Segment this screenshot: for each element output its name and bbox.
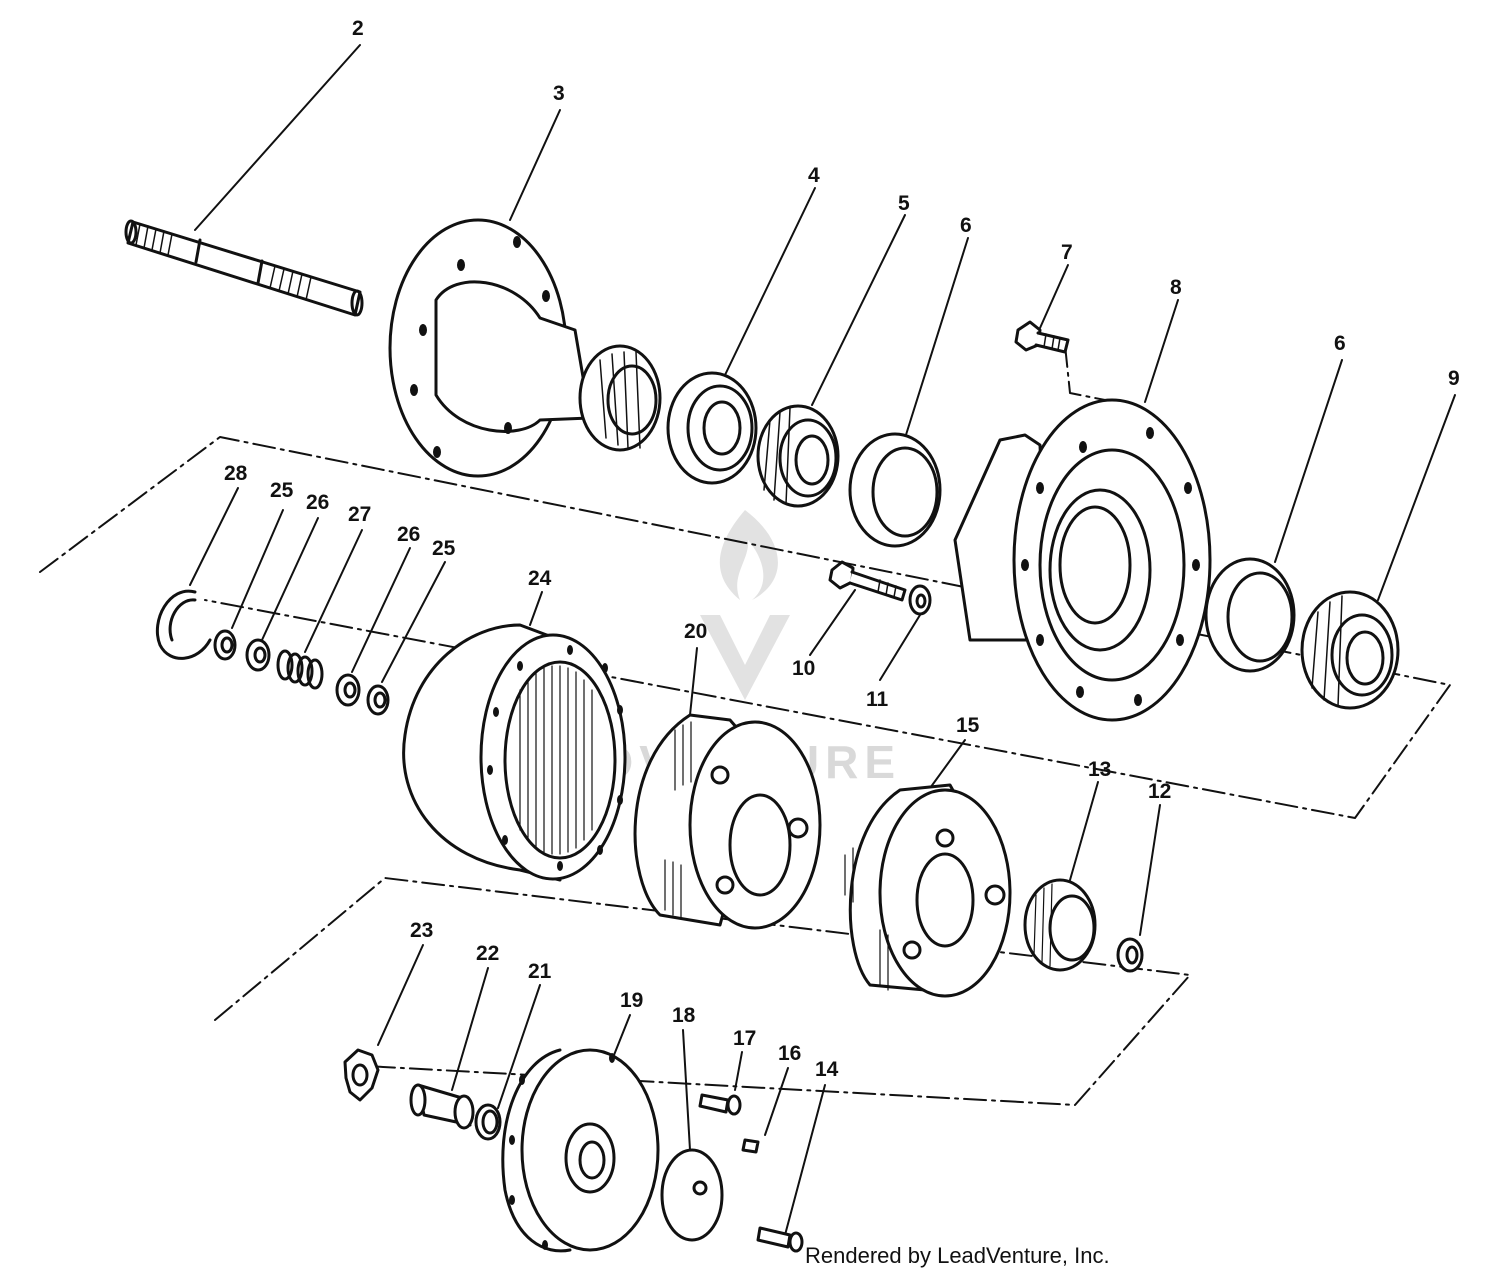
snap-ring — [155, 589, 212, 660]
axle-shaft — [124, 219, 364, 317]
callout-25b: 25 — [432, 537, 456, 560]
bolt — [828, 560, 907, 602]
screw — [698, 1093, 742, 1116]
set-screw — [741, 1138, 760, 1154]
render-credit: Rendered by LeadVenture, Inc. — [805, 1243, 1110, 1268]
o-ring — [474, 1103, 502, 1141]
callout-16: 16 — [778, 1042, 801, 1065]
tapered-bearing — [756, 404, 840, 508]
bolt-14 — [756, 1226, 804, 1253]
washer-26a — [245, 638, 271, 672]
wheel-hub — [953, 398, 1212, 722]
callout-5: 5 — [898, 192, 910, 215]
bearing-cup — [848, 432, 942, 548]
callout-14: 14 — [815, 1058, 839, 1081]
callout-9: 9 — [1448, 367, 1460, 390]
callout-labels: 2 3 4 5 6 7 8 6 9 28 25 26 27 26 25 24 2… — [224, 17, 1460, 1081]
callout-4: 4 — [808, 164, 820, 187]
thrust-washer — [1116, 937, 1144, 973]
callout-7: 7 — [1061, 241, 1073, 264]
spring — [276, 649, 324, 690]
callout-17: 17 — [733, 1027, 756, 1050]
seal — [666, 371, 758, 485]
spindle-flange — [388, 218, 662, 478]
callout-6: 6 — [960, 214, 972, 237]
leader-lines — [189, 44, 1456, 1236]
lock-tab — [343, 1048, 380, 1102]
callout-15: 15 — [956, 714, 980, 737]
callout-13: 13 — [1088, 758, 1111, 781]
washer-25a — [213, 629, 237, 661]
callout-28: 28 — [224, 462, 248, 485]
callout-10: 10 — [792, 657, 815, 680]
group-outlines — [39, 344, 1451, 1106]
ring-gear-housing — [402, 623, 627, 882]
callout-25a: 25 — [270, 479, 294, 502]
callout-26a: 26 — [306, 491, 329, 514]
callout-26b: 26 — [397, 523, 420, 546]
callout-12: 12 — [1148, 780, 1171, 803]
callout-20: 20 — [684, 620, 707, 643]
callout-8: 8 — [1170, 276, 1182, 299]
callout-3: 3 — [553, 82, 565, 105]
outer-bearing — [1300, 590, 1400, 710]
cover — [501, 1048, 660, 1253]
callout-11: 11 — [866, 688, 889, 711]
washer-25b — [366, 684, 390, 716]
disk-plate — [660, 1148, 724, 1242]
washer-small — [908, 584, 932, 616]
planet-carrier — [633, 713, 822, 930]
callout-27: 27 — [348, 503, 371, 526]
callout-21: 21 — [528, 960, 552, 983]
sun-gear-carrier — [844, 783, 1012, 998]
sun-gear — [1023, 878, 1097, 972]
pin — [409, 1083, 475, 1130]
callout-18: 18 — [672, 1004, 696, 1027]
callout-23: 23 — [410, 919, 433, 942]
callout-24: 24 — [528, 567, 552, 590]
callout-22: 22 — [476, 942, 499, 965]
callout-2: 2 — [352, 17, 364, 40]
cap-screw — [1014, 320, 1070, 354]
callout-6b: 6 — [1334, 332, 1346, 355]
washer-26b — [335, 673, 361, 707]
callout-19: 19 — [620, 989, 643, 1012]
bearing-cup-outer — [1204, 557, 1296, 673]
